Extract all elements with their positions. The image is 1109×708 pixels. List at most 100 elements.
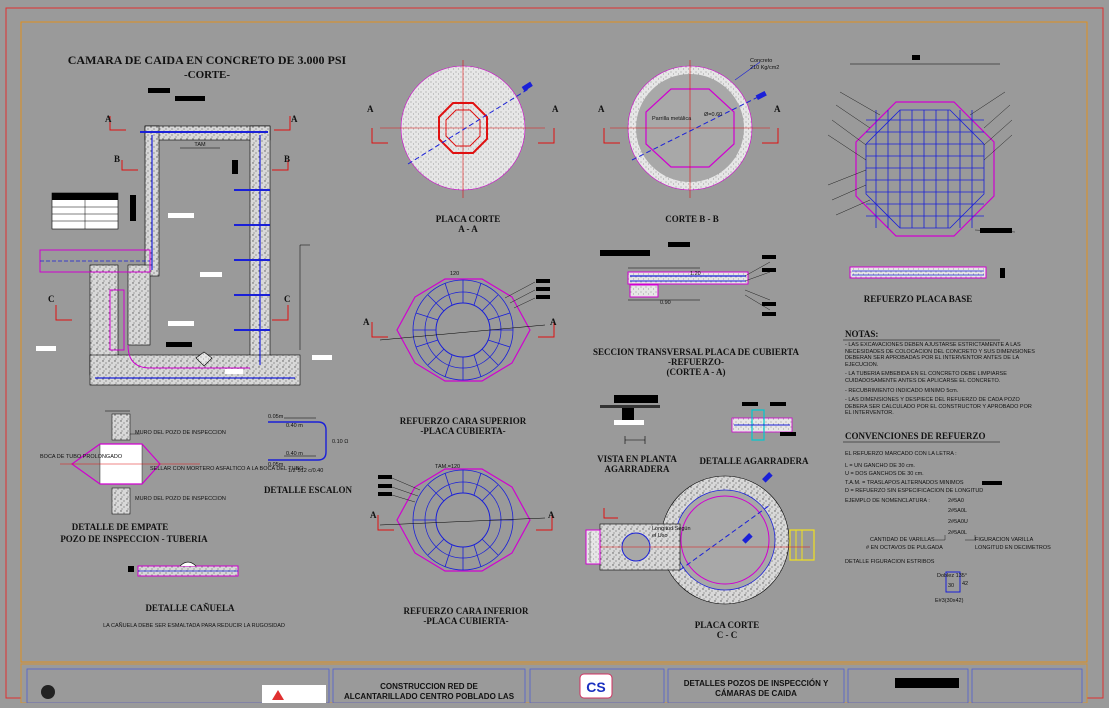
inf-marker-right: A xyxy=(548,510,555,520)
empate-lbl-left: BOCA DE TUBO PROLONGADO xyxy=(40,454,123,460)
stirrup-code: E#3(30x42) xyxy=(935,598,964,604)
refuerzo-superior-title: REFUERZO CARA SUPERIOR xyxy=(400,416,527,426)
conv-item-3: D = REFUERZO SIN ESPECIFICACION DE LONGI… xyxy=(845,488,983,494)
note-item: - LAS EXCAVACIONES DEBEN AJUSTARSE ESTRI… xyxy=(845,342,1035,368)
sup-angle: 120 xyxy=(450,271,459,277)
empate-lbl-1: MURO DEL POZO DE INSPECCION xyxy=(135,430,226,436)
conv-code-3: 2#5A0L xyxy=(948,530,967,536)
placa-corte-aa-sub: A - A xyxy=(458,224,478,234)
seccion-title: SECCION TRANSVERSAL PLACA DE CUBIERTA xyxy=(593,347,799,357)
aa-marker-right: A xyxy=(552,104,559,114)
sheet-line-1: DETALLES POZOS DE INSPECCIÓN Y xyxy=(684,679,829,688)
escalon-d4: 0.05m xyxy=(268,462,284,468)
vista-agarradera xyxy=(600,395,660,444)
corte-bb-title: CORTE B - B xyxy=(665,214,718,224)
conv-figuration: DETALLE FIGURACION ESTRIBOS xyxy=(845,559,935,565)
bb-callout-1: Concreto xyxy=(750,58,772,64)
marker-a-right: A xyxy=(291,114,298,124)
refuerzo-placa-base xyxy=(827,55,1016,279)
marker-b-right: B xyxy=(284,154,290,164)
cc-note-b: el Uso xyxy=(652,533,668,539)
marker-a-left: A xyxy=(105,114,112,124)
conv-code-1: 2#5A0L xyxy=(948,508,967,514)
note-item: - LAS DIMENSIONES Y DESPIECE DEL REFUERZ… xyxy=(845,397,1032,417)
placa-corte-aa: A A xyxy=(367,60,559,198)
rebar-table xyxy=(51,192,119,230)
bb-inner-a: Parrilla metálica xyxy=(652,116,692,122)
detalle-escalon-title: DETALLE ESCALON xyxy=(264,485,353,495)
st-dim-1: 1.20 xyxy=(690,271,701,277)
placa-corte-cc-title: PLACA CORTE xyxy=(695,620,759,630)
escalon-d2: 0.40 m xyxy=(286,423,303,429)
inf-angle-label: TAM.=120 xyxy=(435,464,460,470)
detalle-agarradera-title: DETALLE AGARRADERA xyxy=(699,456,809,466)
refuerzo-cara-inferior: A A TAM.=120 xyxy=(370,464,555,572)
conv-left-2: # EN OCTAVOS DE PULGADA xyxy=(866,545,943,551)
sheet-line-2: CÁMARAS DE CAIDA xyxy=(715,689,797,698)
conventions-heading: CONVENCIONES DE REFUERZO xyxy=(845,431,986,441)
bb-marker-right: A xyxy=(774,104,781,114)
detalle-canuela xyxy=(128,561,239,577)
refuerzo-cara-superior: A A 120 xyxy=(363,271,557,382)
seccion-sub1: -REFUERZO- xyxy=(668,357,724,367)
shield-emblem-icon xyxy=(41,685,55,699)
detalle-escalon: 0.05m 0.40 m 0.40 m 0.05m 1/2"512 c/0.40… xyxy=(268,414,348,474)
vista-agarradera-title1: VISTA EN PLANTA xyxy=(597,454,677,464)
project-line-2: ALCANTARILLADO CENTRO POBLADO LAS xyxy=(344,692,515,701)
bb-marker-left: A xyxy=(598,104,605,114)
tam-label: TAM xyxy=(194,142,206,148)
stirrup-label: Doblez 135° xyxy=(937,573,967,579)
seccion-transversal: 1.20 0.90 xyxy=(600,242,776,316)
detalle-empate-title1: DETALLE DE EMPATE xyxy=(72,522,169,532)
refuerzo-base-title: REFUERZO PLACA BASE xyxy=(864,294,973,304)
main-title: CAMARA DE CAIDA EN CONCRETO DE 3.000 PSI xyxy=(68,53,347,67)
vista-agarradera-title2: AGARRADERA xyxy=(605,464,671,474)
refuerzo-superior-sub: -PLACA CUBIERTA- xyxy=(420,426,505,436)
stirrup-num: 30 xyxy=(948,583,954,589)
conv-item-1: U = DOS GANCHOS DE 30 cm. xyxy=(845,471,924,477)
bb-inner-b: Ø=0.60 xyxy=(704,112,722,118)
aa-marker-left: A xyxy=(367,104,374,114)
bb-callout-2: 210 Kg/cm2 xyxy=(750,65,779,71)
escalon-d1: 0.05m xyxy=(268,414,284,420)
cs-logo-text: CS xyxy=(586,679,605,695)
detalle-empate: MURO DEL POZO DE INSPECCION MURO DEL POZ… xyxy=(40,410,304,515)
refuerzo-inferior-sub: -PLACA CUBIERTA- xyxy=(423,616,508,626)
refuerzo-inferior-title: REFUERZO CARA INFERIOR xyxy=(403,606,529,616)
note-item: - LA TUBERIA EMBEBIDA EN EL CONCRETO DEB… xyxy=(845,371,1007,384)
notes-block: NOTAS: xyxy=(843,329,1000,341)
sup-marker-right: A xyxy=(550,317,557,327)
escalon-d6: 0.10 Ω xyxy=(332,439,348,445)
marker-b-left: B xyxy=(114,154,120,164)
main-subtitle: -CORTE- xyxy=(184,69,230,81)
stirrup-detail: Doblez 135° 30 42 E#3(30x42) xyxy=(935,571,968,604)
sup-marker-left: A xyxy=(363,317,370,327)
placa-corte-cc: Longitud Según el Uso xyxy=(585,472,815,605)
st-dim-2: 0.90 xyxy=(660,300,671,306)
conv-item-2: T.A.M. = TRASLAPOS ALTERNADOS MINIMOS xyxy=(845,480,964,486)
detalle-canuela-title: DETALLE CAÑUELA xyxy=(145,603,235,613)
corte-bb: A A Concreto 210 Kg/cm2 Parrilla metálic… xyxy=(598,58,781,198)
note-item: - RECUBRIMIENTO INDICADO MINIMO 5cm. xyxy=(845,387,959,394)
logo-panel xyxy=(262,685,326,703)
project-line-1: CONSTRUCCION RED DE xyxy=(380,682,478,691)
placa-corte-aa-title: PLACA CORTE xyxy=(436,214,500,224)
title-block: CS CONSTRUCCION RED DE ALCANTARILLADO CE… xyxy=(20,663,1088,704)
conv-code-0: 2#5A0 xyxy=(948,498,964,504)
inf-marker-left: A xyxy=(370,510,377,520)
notes-list: - LAS EXCAVACIONES DEBEN AJUSTARSE ESTRI… xyxy=(845,342,1035,417)
conv-left-1: CANTIDAD DE VARILLAS xyxy=(870,537,935,543)
triangle-logo-icon xyxy=(272,690,284,700)
stirrup-side: 42 xyxy=(962,581,968,587)
escalon-d3: 0.40 m xyxy=(286,451,303,457)
detalle-empate-title2: POZO DE INSPECCION - TUBERIA xyxy=(60,534,208,544)
empate-lbl-2: MURO DEL POZO DE INSPECCION xyxy=(135,496,226,502)
detalle-canuela-note: LA CAÑUELA DEBE SER ESMALTADA PARA REDUC… xyxy=(103,622,285,629)
marker-c-left: C xyxy=(48,294,55,304)
conv-code-2: 2#5A0U xyxy=(948,519,968,525)
notes-heading: NOTAS: xyxy=(845,329,878,339)
marker-c-right: C xyxy=(284,294,291,304)
conv-example-title: EJEMPLO DE NOMENCLATURA : xyxy=(845,498,930,504)
